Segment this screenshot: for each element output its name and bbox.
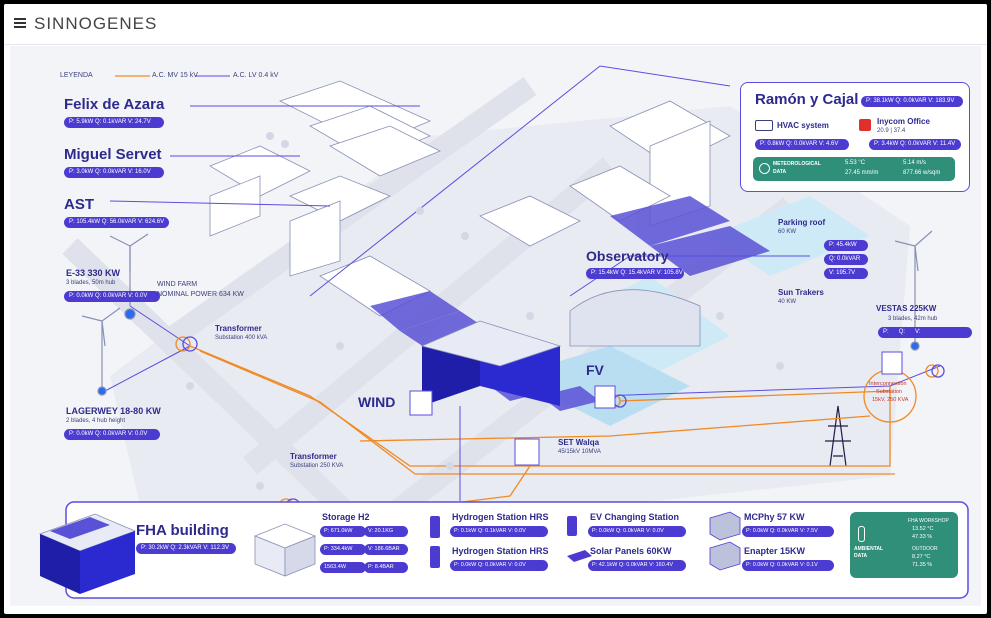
legend-mv: A.C. MV 15 kV [152, 72, 198, 79]
inycom-sub: 20.9 | 37.4 [877, 128, 906, 134]
fha-values: P: 30.2kW Q: 2.3kVAR V: 112.3V [136, 543, 236, 554]
transformer-1-desc: Substation 400 kVA [215, 335, 268, 341]
cloud-icon [759, 163, 770, 174]
ast-values: P: 105.4kW Q: 56.0kVAR V: 624.6V [64, 217, 169, 228]
ev-station-title[interactable]: EV Changing Station [590, 512, 679, 522]
workshop-temp: 13.52 °C [912, 526, 934, 532]
lagerwey-desc: 2 blades, 4 hub height [66, 418, 126, 424]
storage-v3: P: 8.4BAR [364, 562, 408, 573]
met-label-1: METEOROLOGICAL [773, 161, 821, 167]
hvac-title: HVAC system [777, 121, 829, 130]
storage-p2: P: 334.4kW [320, 544, 366, 555]
observatory-values: P: 15.4kW Q: 15.4kVAR V: 105.8V [586, 268, 684, 279]
e33-desc: 3 blades, 50m hub [66, 280, 116, 286]
campus-background [38, 65, 969, 599]
thermometer-icon [858, 526, 865, 542]
ambiental-data-panel: AMBIENTAL DATA FHA WORKSHOP 13.52 °C 47.… [850, 512, 958, 578]
parking-roof-desc: 60 KW [778, 229, 797, 235]
brand-logo[interactable]: SINNOGENES [34, 14, 158, 33]
solar-panels-values: P: 42.1kW Q: 0.0kVAR V: 160.4V [588, 560, 686, 571]
set-walqa-title[interactable]: SET Walqa [558, 438, 600, 447]
ev-station-values: P: 0.0kW Q: 0.0kVAR V: 0.0V [588, 526, 686, 537]
inycom-logo-icon [859, 119, 871, 131]
sun-trakers-title[interactable]: Sun Trakers [778, 288, 824, 297]
storage-h2-title[interactable]: Storage H2 [322, 512, 370, 522]
legend-lv: A.C. LV 0.4 kV [233, 72, 279, 79]
mcphy-title[interactable]: MCPhy 57 KW [744, 512, 805, 522]
outdoor-label: OUTDOOR [912, 546, 938, 552]
met-irradiance: 877.66 w/sqm [903, 170, 941, 176]
storage-v1: V: 20.1KG [364, 526, 408, 537]
hydrogen-station-2-title[interactable]: Hydrogen Station HRS [452, 546, 549, 556]
vestas-desc: 3 blades, 42m hub [888, 316, 938, 322]
legend-title: LEYENDA [60, 72, 93, 79]
ramon-y-cajal-title: Ramón y Cajal [755, 91, 859, 108]
app-frame: SINNOGENES [4, 4, 987, 614]
meteorological-data-panel: METEOROLOGICAL DATA 5.53 °C 5.14 m/s 27.… [753, 157, 955, 181]
hydrogen-station-1-title[interactable]: Hydrogen Station HRS [452, 512, 549, 522]
e33-values: P: 0.0kW Q: 0.0kVAR V: 0.0V [64, 291, 160, 302]
parking-p: P: 45.4kW [824, 240, 868, 251]
ast-title[interactable]: AST [64, 196, 94, 213]
met-rain: 27.45 mm/m [845, 170, 879, 176]
met-label-2: DATA [773, 169, 787, 175]
vestas-values: P: Q: V: [878, 327, 972, 338]
campus-map: LEYENDA A.C. MV 15 kV A.C. LV 0.4 kV Fel… [10, 46, 981, 606]
lagerwey-title[interactable]: LAGERWEY 18-80 KW [66, 406, 161, 416]
transformer-1-title[interactable]: Transformer [215, 324, 262, 333]
parking-v: V: 195.7V [824, 268, 868, 279]
e33-title[interactable]: E-33 330 KW [66, 268, 121, 278]
vestas-title[interactable]: VESTAS 225KW [876, 304, 937, 313]
met-wind: 5.14 m/s [903, 160, 927, 166]
wind-farm-power: NOMINAL POWER 634 KW [157, 291, 244, 298]
storage-p1: P: 671.0kW [320, 526, 366, 537]
enapter-title[interactable]: Enapter 15KW [744, 546, 806, 556]
transformer-2-title[interactable]: Transformer [290, 452, 337, 461]
workshop-humidity: 47.33 % [912, 534, 933, 540]
inycom-values: P: 3.4kW Q: 0.0kVAR V: 11.4V [869, 139, 961, 150]
outdoor-humidity: 71.35 % [912, 562, 933, 568]
interconnection-line3: 15kV, 250 KVA [872, 397, 909, 403]
hvac-values: P: 0.8kW Q: 0.0kVAR V: 4.6V [755, 139, 849, 150]
fha-building-title[interactable]: FHA building [136, 522, 229, 539]
mcphy-values: P: 0.0kW Q: 0.0kVAR V: 7.5V [742, 526, 834, 537]
hvac-icon [755, 120, 773, 131]
hydrogen-station-2-values: P: 0.0kW Q: 0.0kVAR V: 0.0V [450, 560, 548, 571]
hamburger-icon[interactable] [14, 16, 26, 28]
felix-values: P: 5.9kW Q: 0.1kVAR V: 24.7V [64, 117, 164, 128]
felix-de-azara-title[interactable]: Felix de Azara [64, 96, 165, 113]
transformer-2-desc: Substation 250 KVA [290, 463, 344, 469]
ambiental-label-2: DATA [854, 553, 868, 559]
outdoor-temp: 8.27 °C [912, 554, 931, 560]
storage-v2: V: 186.6BAR [364, 544, 408, 555]
enapter-values: P: 0.0kW Q: 0.0kVAR V: 0.1V [742, 560, 834, 571]
interconnection-line1: Interconnection [869, 381, 907, 387]
wind-building-title[interactable]: WIND [358, 394, 396, 410]
ambiental-label-1: AMBIENTAL [854, 546, 884, 552]
inycom-title: Inycom Office [877, 117, 930, 126]
lagerwey-values: P: 0.0kW Q: 0.0kVAR V: 0.0V [64, 429, 160, 440]
wind-farm-label: WIND FARM [157, 281, 198, 288]
hydrogen-station-1-values: P: 0.1kW Q: 0.1kVAR V: 0.0V [450, 526, 548, 537]
parking-roof-title[interactable]: Parking roof [778, 218, 826, 227]
miguel-servet-title[interactable]: Miguel Servet [64, 146, 162, 163]
storage-p3: 1563.4W [320, 562, 366, 573]
parking-q: Q: 0.0kVAR [824, 254, 868, 265]
solar-panels-title[interactable]: Solar Panels 60KW [590, 546, 672, 556]
miguel-values: P: 3.0kW Q: 0.0kVAR V: 16.0V [64, 167, 164, 178]
top-bar: SINNOGENES [4, 4, 987, 45]
sun-trakers-desc: 40 KW [778, 299, 797, 305]
fha-workshop-label: FHA WORKSHOP [908, 518, 949, 524]
fv-title[interactable]: FV [586, 362, 604, 378]
ramon-y-cajal-card[interactable]: Ramón y Cajal P: 38.1kW Q: 0.0kVAR V: 18… [740, 82, 970, 192]
met-temp: 5.53 °C [845, 160, 866, 166]
observatory-title[interactable]: Observatory [586, 248, 669, 264]
interconnection-line2: Substation [876, 389, 902, 395]
ramon-values: P: 38.1kW Q: 0.0kVAR V: 183.9V [861, 96, 963, 107]
set-walqa-desc: 45/15kV 10MVA [558, 449, 601, 455]
